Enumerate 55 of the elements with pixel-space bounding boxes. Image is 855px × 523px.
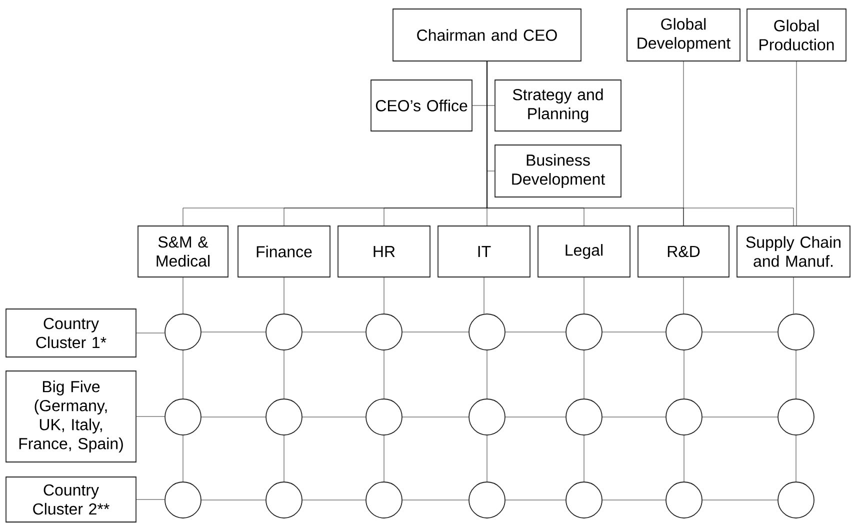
connector-line [182,435,184,482]
connector-line [486,435,488,482]
matrix-circle [666,482,702,518]
matrix-circle [666,398,702,436]
connector-line [505,416,566,418]
matrix-circle [366,398,402,436]
matrix-circle [566,314,602,350]
connector-line [702,416,778,418]
org-box: Chairman and CEO [392,8,582,62]
org-box: Finance [238,226,330,278]
org-box: S&M & Medical [138,226,228,278]
matrix-circle [164,314,202,350]
connector-line [182,350,184,399]
org-box: R&D [638,226,730,278]
org-box: Business Development [494,144,622,198]
matrix-circle [366,482,402,518]
connector-line [201,416,266,418]
connector-line [793,277,794,314]
connector-line [182,277,184,314]
connector-line [302,416,366,418]
connector-line [136,332,165,334]
matrix-circle [266,314,302,350]
matrix-circle [778,398,814,436]
connector-line [683,277,684,314]
org-box: Big Five (Germany, UK, Italy, France, Spain) [6,370,136,462]
matrix-circle [778,314,814,350]
connector-line [136,416,165,417]
connector-line [136,499,165,500]
matrix-circle [468,314,506,350]
matrix-circle [266,398,302,436]
matrix-circle [566,482,602,518]
matrix-circle [468,482,506,518]
matrix-circle [666,314,702,350]
matrix-circle [778,482,814,518]
org-box: HR [338,226,430,278]
matrix-circle [566,398,602,436]
org-box: CEO’s Office [370,80,472,132]
connector-line [796,61,797,226]
connector-line [486,350,488,399]
org-box: Global Development [626,8,740,62]
matrix-circle [266,482,302,518]
org-box: Legal [538,226,630,278]
matrix-circle [164,398,202,436]
matrix-circle [468,398,506,436]
org-box: IT [438,226,530,278]
connector-line [402,416,469,418]
matrix-circle [164,482,202,518]
org-box: Country Cluster 1* [6,308,136,358]
org-box: Country Cluster 2** [6,476,136,522]
connector-line [602,416,666,418]
org-box: Supply Chain and Manuf. [736,226,850,278]
connector-line [683,61,684,226]
matrix-circle [366,314,402,350]
org-box: Strategy and Planning [494,80,622,132]
org-box: Global Production [746,8,846,62]
